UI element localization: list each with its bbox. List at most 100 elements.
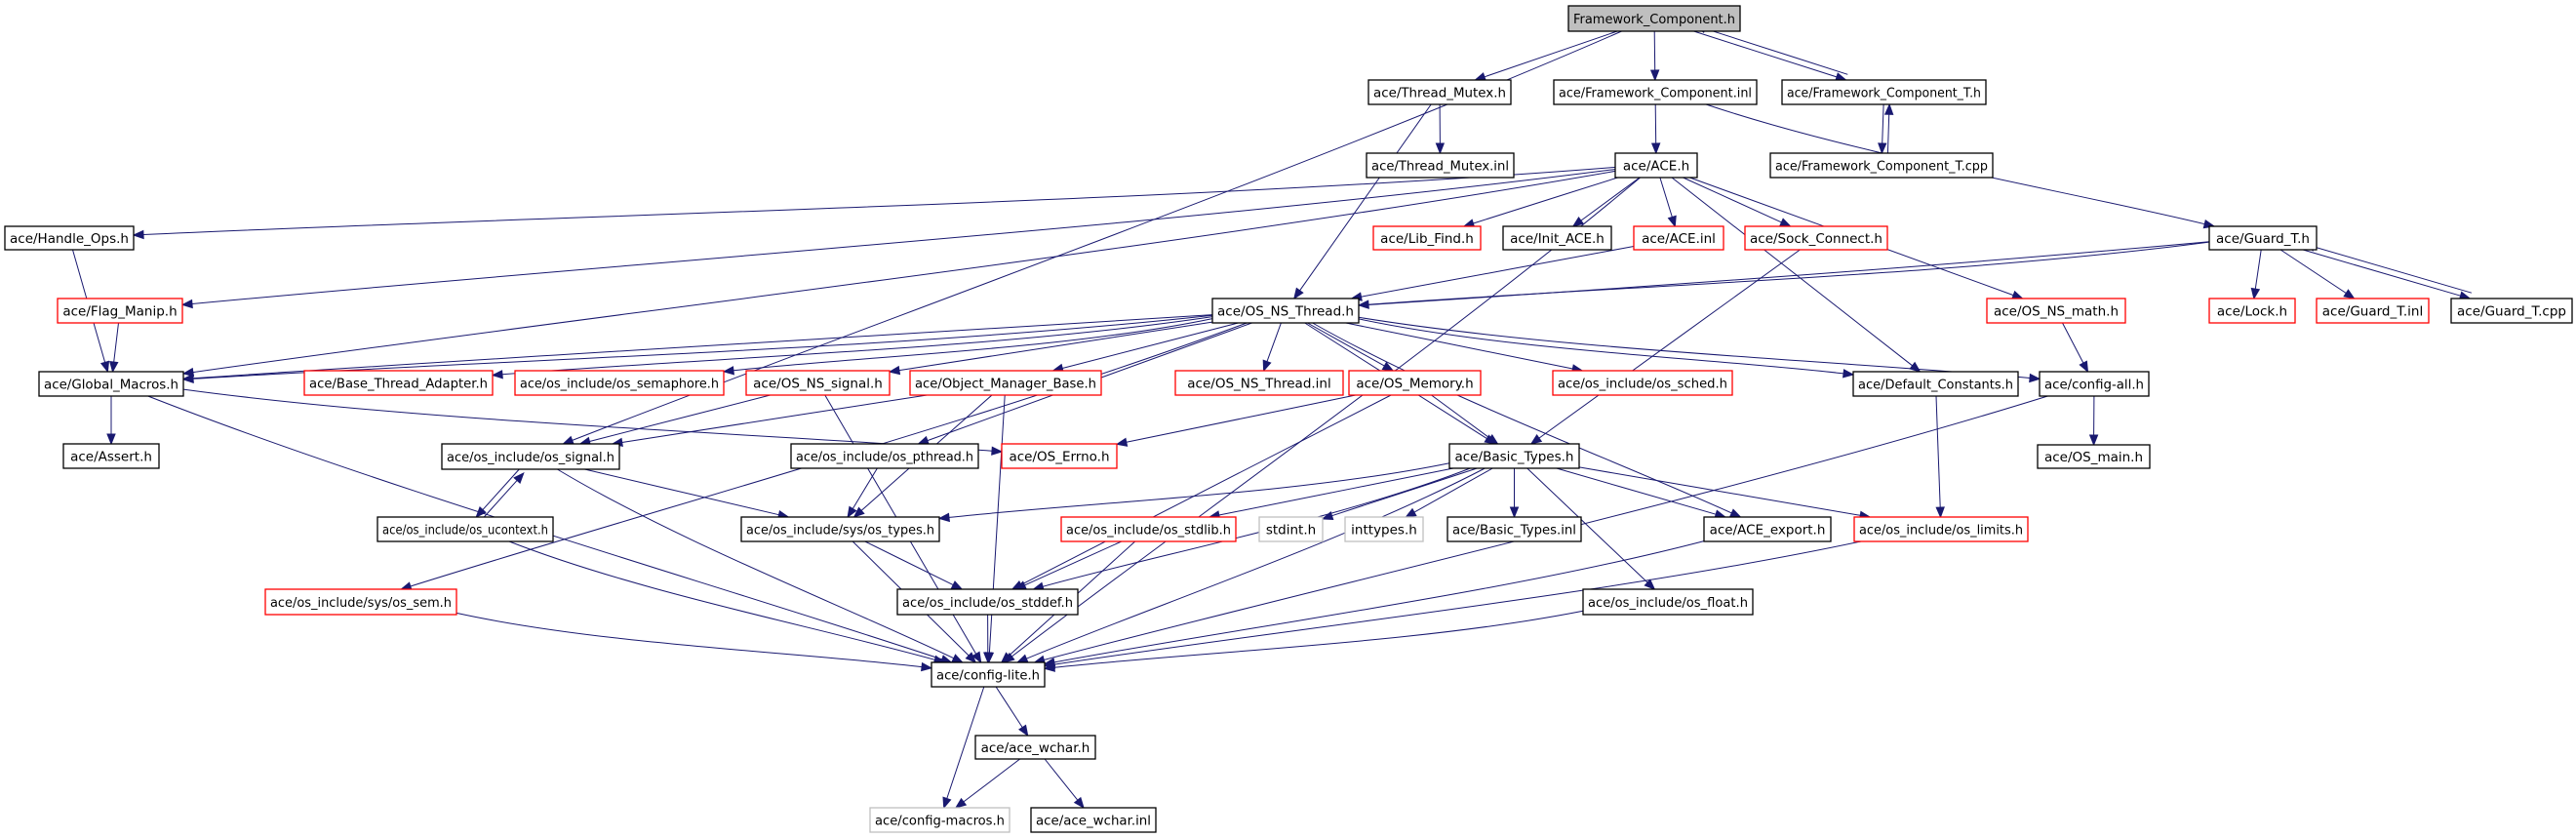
node-box[interactable]	[303, 370, 494, 396]
node-global-macros-h[interactable]: ace/Global_Macros.h	[38, 371, 184, 397]
node-box[interactable]	[1348, 370, 1482, 396]
node-box[interactable]	[57, 298, 183, 324]
node-config-macros-h[interactable]: ace/config-macros.h	[869, 807, 1011, 833]
node-default-constants-h[interactable]: ace/Default_Constants.h	[1852, 371, 2019, 397]
node-box[interactable]	[1769, 152, 1994, 179]
node-os-errno-h[interactable]: ace/OS_Errno.h	[1001, 443, 1118, 469]
node-thread-mutex-inl[interactable]: ace/Thread_Mutex.inl	[1366, 152, 1515, 179]
node-box[interactable]	[2208, 298, 2296, 324]
node-sock-connect-h[interactable]: ace/Sock_Connect.h	[1744, 225, 1888, 251]
node-box[interactable]	[1552, 370, 1733, 396]
node-lib-find-h[interactable]: ace/Lib_Find.h	[1372, 225, 1482, 251]
node-config-lite-h[interactable]: ace/config-lite.h	[931, 661, 1046, 688]
node-box[interactable]	[4, 225, 135, 251]
node-box[interactable]	[1567, 5, 1741, 32]
node-box[interactable]	[514, 370, 725, 396]
node-fc-h[interactable]: Framework_Component.h	[1567, 5, 1741, 32]
node-box[interactable]	[1582, 588, 1754, 616]
node-box[interactable]	[2037, 444, 2151, 469]
node-box[interactable]	[1366, 152, 1515, 179]
node-box[interactable]	[740, 516, 940, 542]
node-os-stddef-h[interactable]: ace/os_include/os_stddef.h	[896, 588, 1079, 616]
node-box[interactable]	[2450, 298, 2573, 324]
node-fc-inl[interactable]: ace/Framework_Component.inl	[1553, 79, 1758, 105]
node-os-limits-h[interactable]: ace/os_include/os_limits.h	[1853, 516, 2029, 542]
node-box[interactable]	[909, 370, 1102, 396]
node-ace-inl[interactable]: ace/ACE.inl	[1633, 225, 1724, 251]
node-box[interactable]	[2208, 225, 2318, 251]
node-inttypes-h[interactable]: inttypes.h	[1344, 516, 1424, 542]
node-box[interactable]	[1853, 516, 2029, 542]
node-box[interactable]	[1852, 371, 2019, 397]
node-box[interactable]	[1703, 516, 1832, 542]
node-os-signal-h[interactable]: ace/os_include/os_signal.h	[441, 443, 620, 470]
node-fc-t-h[interactable]: ace/Framework_Component_T.h	[1781, 79, 1987, 105]
node-os-sem-h[interactable]: ace/os_include/sys/os_sem.h	[264, 588, 457, 616]
node-box[interactable]	[38, 371, 184, 397]
node-box[interactable]	[1448, 443, 1580, 469]
node-box[interactable]	[1744, 225, 1888, 251]
node-box[interactable]	[1553, 79, 1758, 105]
node-basic-types-h[interactable]: ace/Basic_Types.h	[1448, 443, 1580, 469]
node-os-ucontext-h[interactable]: ace/os_include/os_ucontext.h	[376, 516, 554, 542]
node-base-thread-adapter-h[interactable]: ace/Base_Thread_Adapter.h	[303, 370, 494, 396]
node-os-semaphore-h[interactable]: ace/os_include/os_semaphore.h	[514, 370, 725, 396]
node-box[interactable]	[896, 588, 1079, 616]
node-guard-t-inl[interactable]: ace/Guard_T.inl	[2316, 298, 2430, 324]
node-box[interactable]	[1060, 516, 1237, 542]
node-box[interactable]	[2039, 371, 2150, 397]
node-box[interactable]	[1367, 79, 1512, 105]
node-box[interactable]	[869, 807, 1011, 833]
node-flag-manip-h[interactable]: ace/Flag_Manip.h	[57, 298, 183, 324]
node-box[interactable]	[1986, 298, 2126, 324]
node-box[interactable]	[1447, 516, 1582, 542]
node-config-all-h[interactable]: ace/config-all.h	[2039, 371, 2150, 397]
node-box[interactable]	[1633, 225, 1724, 251]
node-os-ns-signal-h[interactable]: ace/OS_NS_signal.h	[745, 370, 891, 396]
node-box[interactable]	[790, 443, 979, 469]
node-box[interactable]	[1211, 298, 1360, 324]
node-ace-export-h[interactable]: ace/ACE_export.h	[1703, 516, 1832, 542]
node-handle-ops-h[interactable]: ace/Handle_Ops.h	[4, 225, 135, 251]
node-init-ace-h[interactable]: ace/Init_ACE.h	[1502, 225, 1612, 251]
node-box[interactable]	[1614, 152, 1698, 179]
node-box[interactable]	[974, 735, 1096, 760]
node-os-sched-h[interactable]: ace/os_include/os_sched.h	[1552, 370, 1733, 396]
node-guard-t-h[interactable]: ace/Guard_T.h	[2208, 225, 2318, 251]
node-box[interactable]	[1372, 225, 1482, 251]
node-box[interactable]	[1344, 516, 1424, 542]
node-box[interactable]	[264, 588, 457, 616]
node-box[interactable]	[62, 443, 160, 469]
node-basic-types-inl[interactable]: ace/Basic_Types.inl	[1447, 516, 1582, 542]
node-os-stdlib-h[interactable]: ace/os_include/os_stdlib.h	[1060, 516, 1237, 542]
node-os-ns-math-h[interactable]: ace/OS_NS_math.h	[1986, 298, 2126, 324]
node-box[interactable]	[1174, 370, 1344, 396]
node-thread-mutex-h[interactable]: ace/Thread_Mutex.h	[1367, 79, 1512, 105]
node-lock-h[interactable]: ace/Lock.h	[2208, 298, 2296, 324]
node-os-float-h[interactable]: ace/os_include/os_float.h	[1582, 588, 1754, 616]
node-box[interactable]	[2316, 298, 2430, 324]
node-os-pthread-h[interactable]: ace/os_include/os_pthread.h	[790, 443, 979, 469]
node-fc-t-cpp[interactable]: ace/Framework_Component_T.cpp	[1769, 152, 1994, 179]
node-ace-wchar-h[interactable]: ace/ace_wchar.h	[974, 735, 1096, 760]
node-stdint-h[interactable]: stdint.h	[1258, 516, 1324, 542]
node-box[interactable]	[441, 443, 620, 470]
node-os-types-h[interactable]: ace/os_include/sys/os_types.h	[740, 516, 940, 542]
node-assert-h[interactable]: ace/Assert.h	[62, 443, 160, 469]
node-ace-wchar-inl[interactable]: ace/ace_wchar.inl	[1030, 807, 1157, 833]
node-os-ns-thread-h[interactable]: ace/OS_NS_Thread.h	[1211, 298, 1360, 324]
node-os-memory-h[interactable]: ace/OS_Memory.h	[1348, 370, 1482, 396]
node-box[interactable]	[1502, 225, 1612, 251]
node-box[interactable]	[745, 370, 891, 396]
node-object-manager-base-h[interactable]: ace/Object_Manager_Base.h	[909, 370, 1102, 396]
node-box[interactable]	[1258, 516, 1324, 542]
node-box[interactable]	[931, 661, 1046, 688]
node-guard-t-cpp[interactable]: ace/Guard_T.cpp	[2450, 298, 2573, 324]
node-box[interactable]	[1781, 79, 1987, 105]
node-os-main-h[interactable]: ace/OS_main.h	[2037, 444, 2151, 469]
node-os-ns-thread-inl[interactable]: ace/OS_NS_Thread.inl	[1174, 370, 1344, 396]
node-box[interactable]	[376, 516, 554, 542]
node-ace-h[interactable]: ace/ACE.h	[1614, 152, 1698, 179]
node-box[interactable]	[1030, 807, 1157, 833]
node-box[interactable]	[1001, 443, 1118, 469]
